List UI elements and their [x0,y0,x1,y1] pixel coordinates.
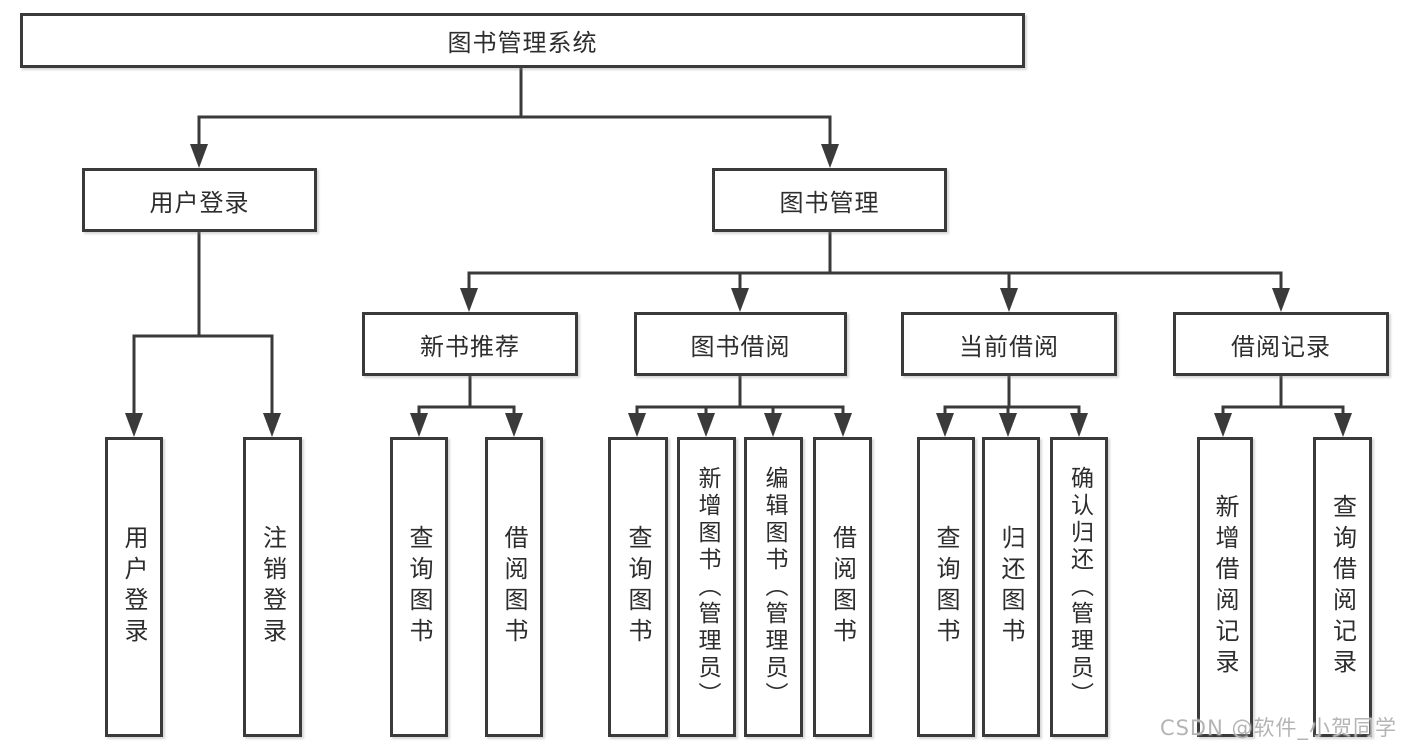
node-book-management-label: 图书管理 [779,188,880,217]
node-book-management: 图书管理 [712,168,947,232]
leaf-borrow-books-recommend-label: 借阅图书 [500,525,528,649]
leaf-add-borrow-record: 新增借阅记录 [1197,437,1253,737]
leaf-user-login-label: 用户登录 [120,525,148,649]
leaf-return-book: 归还图书 [982,437,1040,737]
node-root-label: 图书管理系统 [447,29,598,57]
leaf-borrow-books-borrow: 借阅图书 [813,437,872,737]
leaf-query-books-recommend-label: 查询图书 [405,525,433,649]
leaf-add-borrow-record-label: 新增借阅记录 [1211,494,1239,680]
leaf-confirm-return-admin-label: 确认归还（管理员） [1066,465,1093,709]
leaf-logout-label: 注销登录 [258,525,287,649]
leaf-query-books-current-label: 查询图书 [932,525,960,649]
node-current-borrow: 当前借阅 [901,312,1117,376]
leaf-add-book-admin-label: 新增图书（管理员） [694,465,720,709]
leaf-query-borrow-record: 查询借阅记录 [1313,437,1372,737]
node-book-borrow: 图书借阅 [634,312,847,376]
leaf-edit-book-admin-label: 编辑图书（管理员） [761,465,787,709]
leaf-borrow-books-borrow-label: 借阅图书 [828,525,857,649]
leaf-user-login: 用户登录 [105,437,163,737]
node-book-borrow-label: 图书借阅 [690,332,791,361]
node-user-login-label: 用户登录 [149,188,250,217]
leaf-query-books-current: 查询图书 [917,437,975,737]
node-user-login: 用户登录 [82,168,317,232]
node-current-borrow-label: 当前借阅 [959,332,1059,361]
leaf-query-borrow-record-label: 查询借阅记录 [1328,494,1357,680]
csdn-watermark: CSDN @软件_小贺同学 [1159,716,1397,740]
node-borrow-records-label: 借阅记录 [1231,332,1331,361]
node-borrow-records: 借阅记录 [1173,312,1389,376]
leaf-logout: 注销登录 [243,437,302,737]
node-root-system: 图书管理系统 [20,13,1025,68]
leaf-query-books-borrow-label: 查询图书 [624,525,652,649]
leaf-add-book-admin: 新增图书（管理员） [677,437,736,737]
leaf-edit-book-admin: 编辑图书（管理员） [744,437,803,737]
leaf-confirm-return-admin: 确认归还（管理员） [1050,437,1108,737]
node-new-book-recommend: 新书推荐 [362,312,578,376]
leaf-query-books-borrow: 查询图书 [608,437,668,737]
node-new-book-recommend-label: 新书推荐 [420,332,520,361]
leaf-query-books-recommend: 查询图书 [390,437,448,737]
leaf-borrow-books-recommend: 借阅图书 [485,437,543,737]
leaf-return-book-label: 归还图书 [997,525,1025,649]
